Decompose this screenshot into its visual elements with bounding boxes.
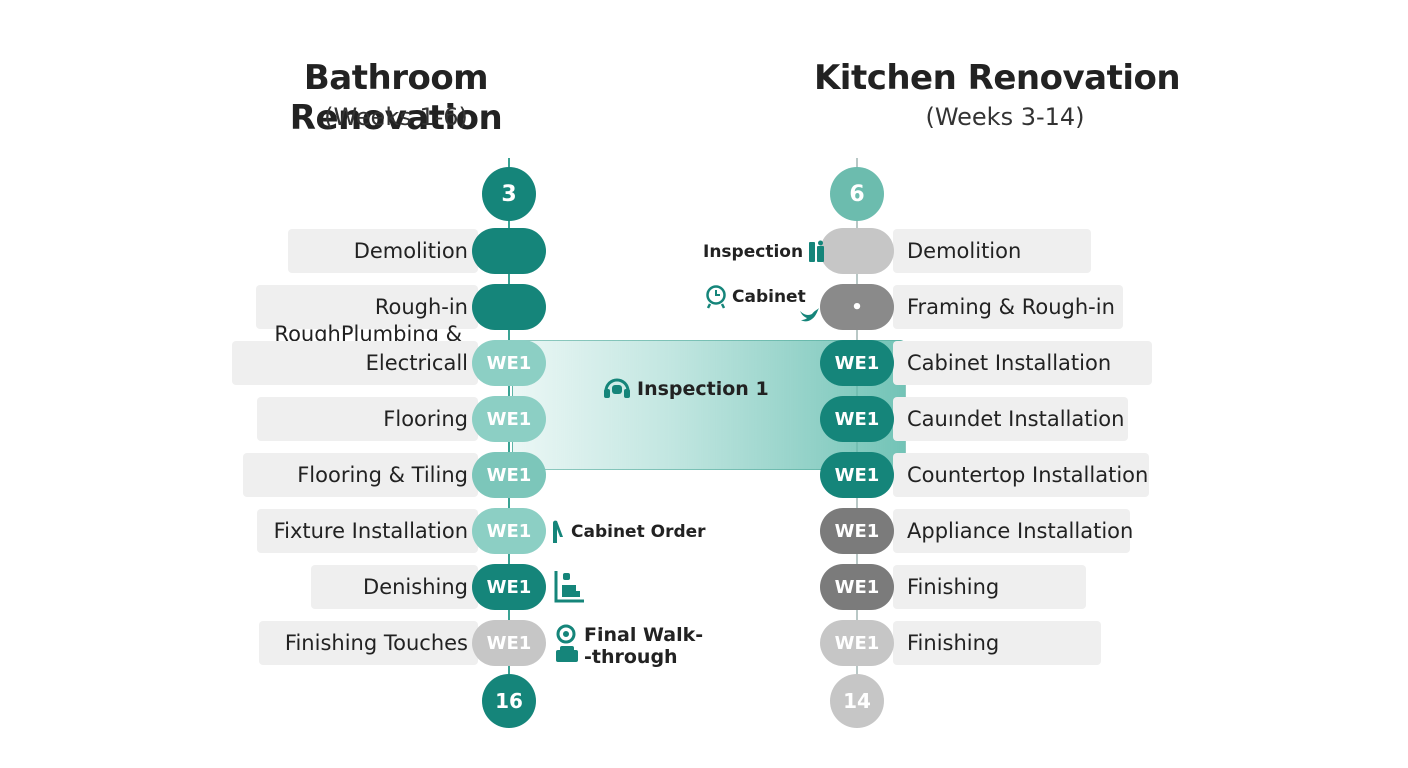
bathroom-task-pill — [472, 228, 546, 274]
kitchen-task-label: Cabinet Installation — [893, 341, 1152, 385]
cabinet-order-annotation: Cabinet Order — [550, 519, 706, 545]
inspection-annotation: Inspection — [703, 240, 826, 264]
kitchen-task-pill: WE1 — [820, 508, 894, 554]
bathroom-timeline-axis — [508, 158, 510, 728]
bathroom-title: Bathroom Renovation — [289, 58, 503, 138]
bathroom-task-label: Electricall — [232, 341, 478, 385]
kitchen-task-label: Cauındet Installation — [893, 397, 1128, 441]
bathroom-subtitle: (Weeks 1-6) — [324, 103, 468, 131]
kitchen-task-pill: WE1 — [820, 620, 894, 666]
headset-icon — [604, 378, 630, 398]
kitchen-task-pill: WE1 — [820, 452, 894, 498]
inspection-label: Inspection — [703, 242, 804, 262]
bathroom-task-label: Demolition — [288, 229, 478, 273]
bathtub-icon — [809, 240, 825, 262]
bathroom-task-label: Rough-in — [256, 285, 478, 329]
bathroom-task-pill: WE1 — [472, 508, 546, 554]
bathroom-task-pill: WE1 — [472, 340, 546, 386]
bathroom-task-pill: WE1 — [472, 452, 546, 498]
kitchen-task-label: Demolition — [893, 229, 1091, 273]
kitchen-task-label: Countertop Installation — [893, 453, 1149, 497]
bathroom-task-label: Finishing Touches — [259, 621, 478, 665]
kitchen-task-label: Appliance Installation — [893, 509, 1133, 553]
kitchen-start-marker: 6 — [830, 167, 884, 221]
shower-icon — [554, 571, 584, 603]
bird-icon — [800, 308, 819, 322]
bathroom-start-marker: 3 — [482, 167, 536, 221]
kitchen-title: Kitchen Renovation — [813, 58, 1181, 98]
cabinet-order-label: Cabinet Order — [571, 522, 706, 542]
kitchen-subtitle: (Weeks 3-14) — [925, 103, 1085, 131]
kitchen-task-pill: • — [820, 284, 894, 330]
final-walkthrough-text: Final Walk- -through — [584, 624, 703, 668]
inspection-1-annotation: Inspection 1 — [602, 376, 769, 402]
kitchen-task-pill: WE1 — [820, 564, 894, 610]
inspection-1-label: Inspection 1 — [637, 378, 769, 400]
bathroom-task-label-line: Electricall — [365, 351, 468, 375]
bathroom-task-label: Denishing — [311, 565, 478, 609]
bathroom-task-label-line: Rough-in — [374, 295, 468, 319]
cabinet-annotation: Cabinet — [705, 285, 806, 309]
kitchen-task-pill: WE1 — [820, 396, 894, 442]
bathroom-task-pill: WE1 — [472, 620, 546, 666]
bathroom-task-label: Fixture Installation — [257, 509, 478, 553]
bathroom-task-label: Flooring — [257, 397, 478, 441]
kitchen-task-label: Framing & Rough-in — [893, 285, 1123, 329]
bathroom-task-pill: WE1 — [472, 564, 546, 610]
bathroom-task-label: Flooring & Tiling — [243, 453, 478, 497]
faucet-icon — [553, 520, 563, 543]
location-icon — [556, 624, 578, 662]
cabinet-label: Cabinet — [732, 287, 806, 307]
kitchen-task-pill: WE1 — [820, 340, 894, 386]
final-walkthrough-annotation: Final Walk- -through — [555, 624, 703, 668]
final-walkthrough-line: Final Walk- — [584, 624, 704, 646]
final-walkthrough-line: -through — [584, 646, 678, 668]
clock-icon — [706, 285, 726, 309]
bathroom-end-marker: 16 — [482, 674, 536, 728]
kitchen-task-label: Finishing — [893, 565, 1086, 609]
kitchen-task-label: Finishing — [893, 621, 1101, 665]
kitchen-end-marker: 14 — [830, 674, 884, 728]
kitchen-task-pill — [820, 228, 894, 274]
bathroom-task-pill — [472, 284, 546, 330]
bathroom-task-pill: WE1 — [472, 396, 546, 442]
